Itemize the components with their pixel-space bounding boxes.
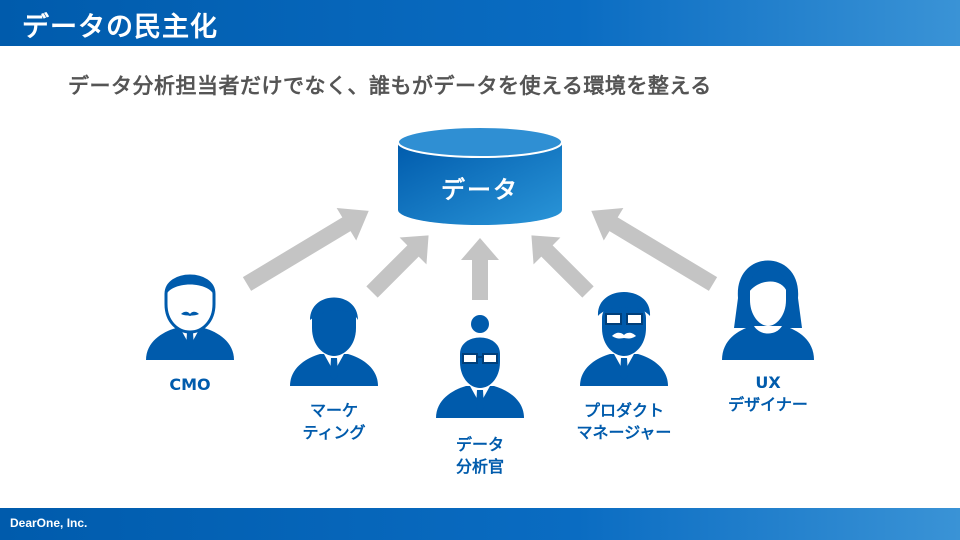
- arrow-ux: [591, 207, 718, 291]
- company-name: DearOne, Inc.: [10, 516, 88, 530]
- arrow-analyst: [461, 238, 499, 300]
- role-label-line: マネージャー: [576, 423, 672, 442]
- role-label-pm: プロダクト マネージャー: [560, 400, 688, 444]
- role-label-line: データ: [455, 435, 504, 454]
- database-label: データ: [441, 176, 519, 204]
- header-bar: データの民主化: [0, 0, 960, 46]
- arrow-marketing: [366, 235, 429, 298]
- role-label-analyst: データ 分析官: [430, 434, 530, 478]
- role-label-line: ティング: [302, 423, 366, 442]
- role-label-ux: UX デザイナー: [710, 372, 826, 416]
- arrows: [242, 207, 718, 300]
- role-label-line: UX: [755, 373, 781, 392]
- database-cylinder: [397, 126, 563, 225]
- role-label-cmo: CMO: [150, 374, 230, 396]
- role-label-line: マーケ: [309, 401, 358, 420]
- role-label-line: デザイナー: [728, 395, 808, 414]
- role-label-line: プロダクト: [583, 401, 664, 420]
- cmo-person-icon: [146, 274, 234, 360]
- analyst-person-icon: [436, 315, 524, 418]
- arrow-cmo: [242, 207, 369, 291]
- role-label-line: 分析官: [455, 457, 504, 476]
- role-label-marketing: マーケ ティング: [284, 400, 384, 444]
- subtitle: データ分析担当者だけでなく、誰もがデータを使える環境を整える: [68, 74, 712, 98]
- role-label-line: CMO: [169, 375, 211, 394]
- marketing-person-icon: [290, 297, 378, 386]
- ux-designer-person-icon: [722, 260, 814, 360]
- pm-person-icon: [580, 292, 668, 386]
- page-title: データの民主化: [22, 12, 218, 43]
- footer-bar: DearOne, Inc.: [0, 508, 960, 540]
- arrow-pm: [531, 235, 594, 298]
